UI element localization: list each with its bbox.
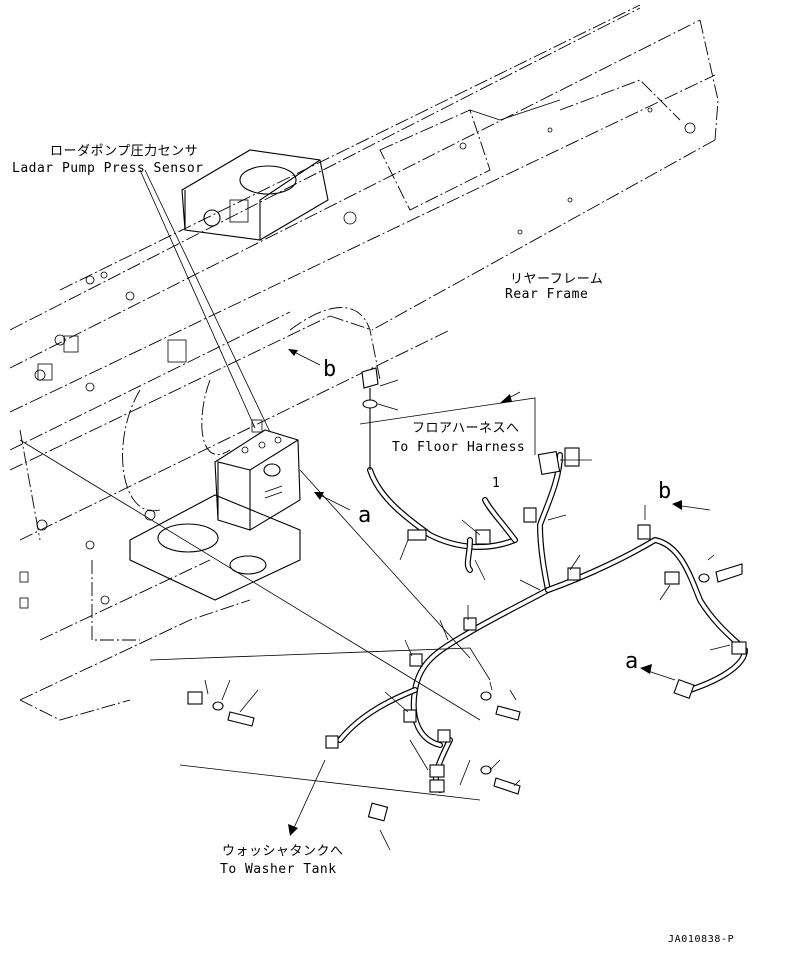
rear-frame-label-jp: リヤーフレーム <box>510 272 603 287</box>
loader-sensor-label-en: Ladar Pump Press Sensor <box>12 161 204 176</box>
upper-pump-block <box>181 149 329 241</box>
ref-a-left: a <box>358 503 371 528</box>
item-number-1: 1 <box>492 476 500 491</box>
rear-frame-label-en: Rear Frame <box>505 287 588 302</box>
loader-sensor-label-jp: ローダポンプ圧力センサ <box>50 144 198 159</box>
wire-harness <box>187 447 748 822</box>
leader-lines <box>19 169 731 851</box>
valve-block <box>214 419 301 531</box>
lower-bracket <box>129 494 301 601</box>
fasteners <box>212 367 743 795</box>
ref-b-left: b <box>323 357 336 382</box>
washer-tank-label-en: To Washer Tank <box>220 862 337 877</box>
labels: ローダポンプ圧力センサ Ladar Pump Press Sensor リヤーフ… <box>12 144 734 945</box>
ref-b-right: b <box>658 479 671 504</box>
floor-harness-label-jp: フロアハーネスへ <box>412 421 519 436</box>
floor-harness-label-en: To Floor Harness <box>392 440 525 455</box>
rear-frame <box>9 4 719 721</box>
ref-a-right: a <box>625 649 638 674</box>
washer-tank-label-jp: ウォッシャタンクへ <box>222 844 344 859</box>
drawing-code: JA010838-P <box>668 934 734 945</box>
